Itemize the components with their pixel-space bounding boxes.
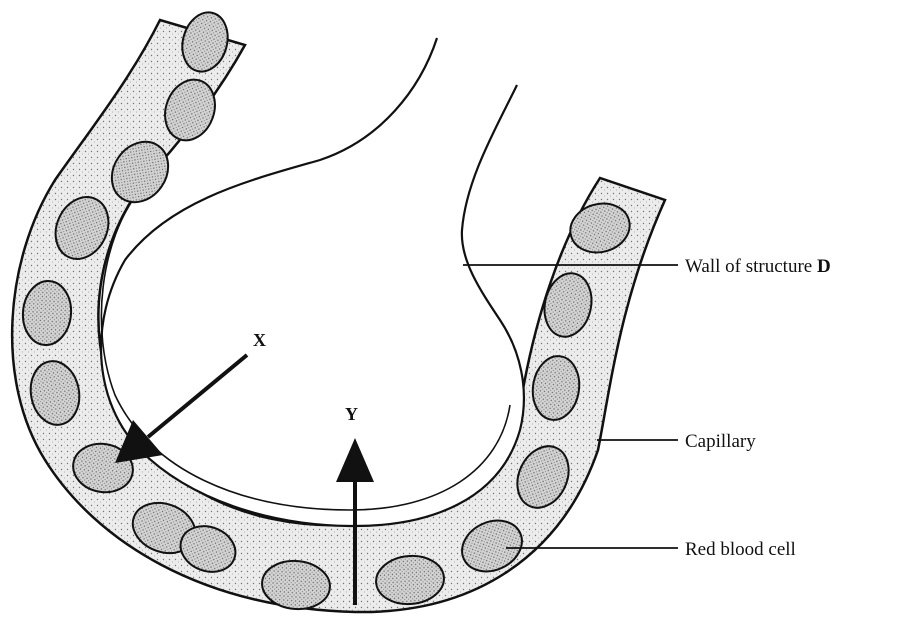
label-red-blood-cell: Red blood cell bbox=[685, 539, 796, 560]
label-wall-prefix: Wall of structure bbox=[685, 256, 817, 277]
marker-y: Y bbox=[345, 404, 358, 424]
label-wall-of-structure-d: Wall of structure D bbox=[685, 256, 831, 277]
marker-x: X bbox=[253, 330, 266, 350]
label-capillary: Capillary bbox=[685, 431, 756, 452]
label-wall-letter: D bbox=[817, 256, 831, 277]
